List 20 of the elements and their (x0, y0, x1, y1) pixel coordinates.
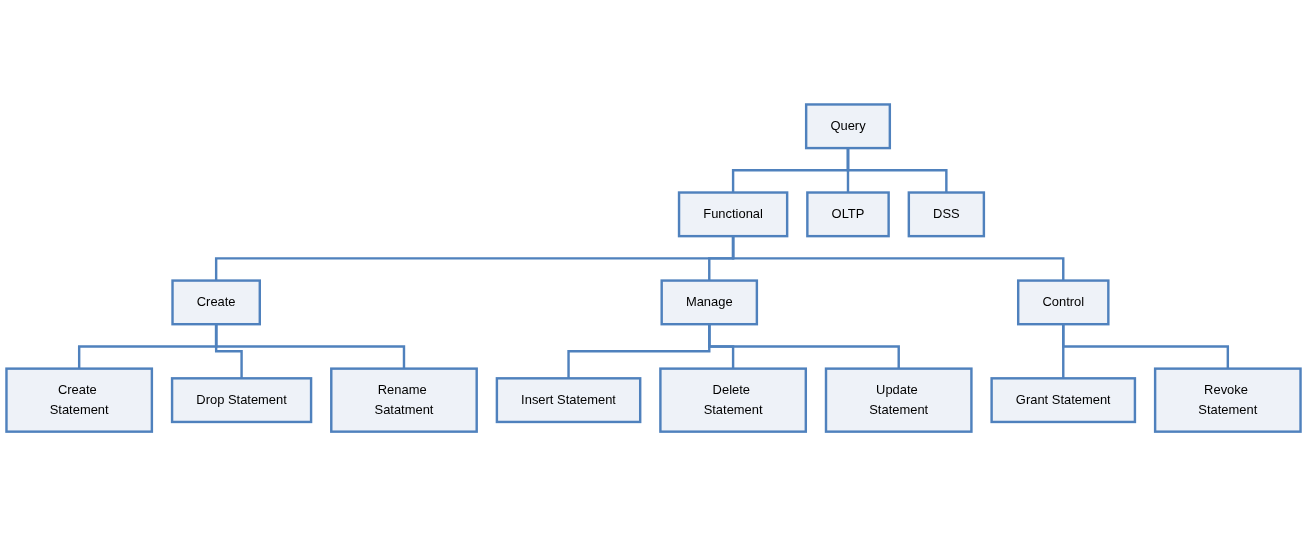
node-box: Control (1017, 279, 1110, 326)
node-box: Drop Statement (170, 377, 313, 424)
connector (214, 324, 406, 369)
connector (1062, 324, 1230, 369)
node-box: Update Statement (824, 367, 973, 433)
node-box: Insert Statement (495, 377, 642, 424)
connector (846, 148, 948, 193)
node-box: Functional (677, 191, 789, 238)
node-box: Create (171, 279, 261, 326)
node-box: DSS (907, 191, 986, 238)
node-box: Grant Statement (990, 377, 1137, 424)
node-box: Delete Statement (659, 367, 807, 433)
node-box: Create Statement (5, 367, 154, 433)
node-box: Rename Satatment (330, 367, 478, 433)
node-box: Query (804, 103, 892, 150)
node-box: Manage (660, 279, 759, 326)
connector (708, 324, 900, 369)
node-box: OLTP (806, 191, 890, 238)
node-box: Revoke Statement (1153, 367, 1302, 433)
connector (731, 236, 1065, 281)
